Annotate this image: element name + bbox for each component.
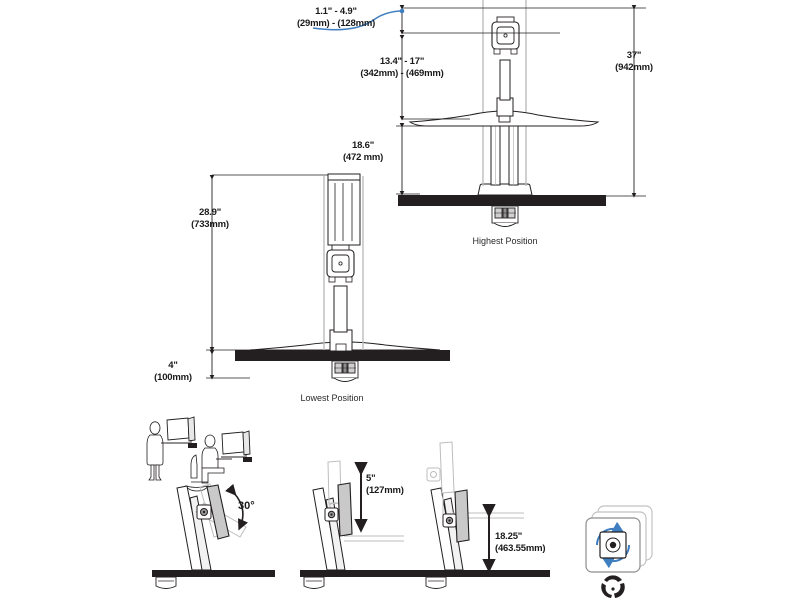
desk-clamp-travel xyxy=(303,576,325,589)
recycle-rotation-icon xyxy=(601,575,625,598)
pivot-hub-travel xyxy=(324,507,339,522)
dim-label-keyboard-to-screen: 13.4" - 17" (342mm) - (469mm) xyxy=(360,56,444,79)
standing-user-illustration xyxy=(146,421,176,481)
blue-leader-dot xyxy=(399,8,405,14)
caption-lowest-position: Lowest Position xyxy=(300,393,364,403)
highest-position-view xyxy=(312,0,646,227)
dim-overall-height-lowest xyxy=(206,174,328,352)
screen-panel-lift xyxy=(454,489,470,543)
desk-clamp-highest xyxy=(491,205,519,227)
screen-panel-travel xyxy=(337,482,353,537)
rotation-arrow-bottom xyxy=(601,544,631,569)
vesa-mount-head-lowest xyxy=(326,244,355,283)
lowest-position-view xyxy=(206,173,450,382)
desk-clamp-lift xyxy=(425,576,447,589)
leaning-column-tilt xyxy=(176,485,212,571)
caption-highest-position: Highest Position xyxy=(472,236,538,246)
dim-desk-to-worksurface xyxy=(396,122,430,196)
center-post-lowest xyxy=(333,285,348,333)
dim-label-overall-height-lowest: 28.9" (733mm) xyxy=(191,207,229,230)
desk-surface-lowest xyxy=(235,350,450,361)
worksurface-line-travel xyxy=(344,535,404,542)
desk-surface-tilt xyxy=(152,570,275,577)
tilt-detail-view xyxy=(146,416,275,589)
tilt-angle-label: 30° xyxy=(238,500,255,512)
dim-label-desk-to-worksurface: 18.6" (472 mm) xyxy=(342,140,384,163)
seated-user-illustration xyxy=(185,434,232,492)
standing-user-monitor xyxy=(166,416,197,448)
desk-clamp-lowest xyxy=(331,360,359,382)
tilt-pivot-hub xyxy=(196,504,212,520)
rotation-detail-view xyxy=(585,505,653,598)
desk-clamp-tilt xyxy=(155,576,177,589)
guide-rails-highest xyxy=(482,0,527,186)
desk-surface-lift xyxy=(422,570,550,577)
rotation-arrow-top xyxy=(595,521,625,546)
desk-surface-highest xyxy=(398,195,606,206)
upper-column-highest xyxy=(496,59,514,117)
vesa-mount-head-highest xyxy=(491,16,520,55)
lower-housing-slot xyxy=(335,343,347,352)
dim-label-monitor-tilt-offset: 1.1" - 4.9" (29mm) - (128mm) xyxy=(296,6,376,29)
pivot-hub-lift xyxy=(442,513,457,528)
dim-keyboard-to-screen xyxy=(399,34,470,121)
dim-desk-clearance-lowest xyxy=(206,349,250,380)
dim-label-screen-travel: 5" (127mm) xyxy=(366,473,404,496)
dim-monitor-tilt-offset xyxy=(399,4,560,35)
blue-leader-line xyxy=(312,10,401,31)
riser-column-highest xyxy=(490,117,519,186)
rotation-center-dot xyxy=(609,541,617,549)
dim-overall-height-highest xyxy=(560,4,646,198)
dim-label-desk-clearance-lowest: 4" (100mm) xyxy=(154,360,192,383)
tilt-angle-arc xyxy=(225,483,248,531)
screen-travel-view xyxy=(300,460,428,589)
collapsed-riser-lowest xyxy=(327,173,361,246)
base-plate-highest xyxy=(477,183,533,196)
seated-user-monitor xyxy=(221,430,252,462)
dim-label-overall-height-highest: 37" (942mm) xyxy=(615,50,653,73)
desk-surface-travel xyxy=(300,570,428,577)
worksurface-travel-view xyxy=(422,441,550,589)
tilted-screen-panel xyxy=(206,484,230,540)
dim-label-worksurface-lift: 18.25" (463.55mm) xyxy=(495,531,546,554)
guide-rails-lowest xyxy=(323,176,364,350)
